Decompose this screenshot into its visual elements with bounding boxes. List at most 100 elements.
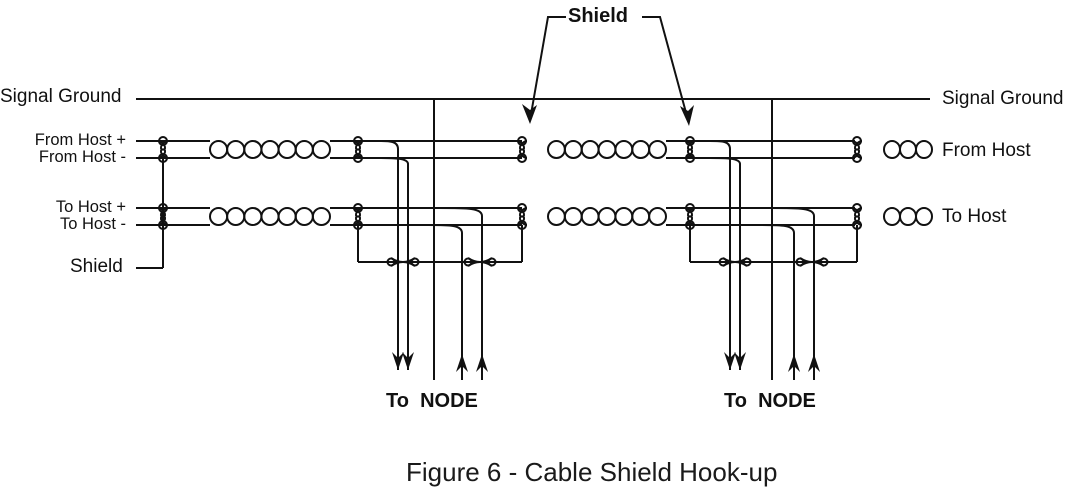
cross-th-4-dot-bottom — [852, 220, 862, 230]
node2-drain-dot-b-0 — [742, 257, 752, 267]
from-host-plus-label: From Host + — [34, 131, 126, 149]
fh-coil3-loop-2 — [915, 140, 933, 159]
node2-drain-dot-b-1 — [819, 257, 829, 267]
th-coil1-loop-5 — [294, 207, 314, 226]
fh-coil1-loop-4 — [277, 140, 297, 159]
to-host-label-right: To Host — [942, 206, 1007, 227]
cross-fh-2-dot-top — [517, 136, 527, 146]
fh-coil2-loop-3 — [597, 140, 617, 159]
shield-callout-arrow-right — [680, 105, 694, 126]
cross-th-3-dot-bottom — [685, 220, 695, 230]
fh-coil3-loop-1 — [899, 140, 917, 159]
cross-th-3-dot-top — [685, 203, 695, 213]
fh-coil1-loop-2 — [243, 140, 263, 159]
fh-coil2-loop-6 — [648, 140, 667, 159]
from-host-label-right: From Host — [942, 140, 1031, 161]
fh-coil2-loop-2 — [580, 140, 600, 159]
node2-drain-dot-a-1 — [795, 257, 805, 267]
cross-fh-4-dot-top — [852, 136, 862, 146]
node2-fh-curve-a — [709, 140, 731, 150]
th-coil3-loop-1 — [899, 207, 917, 226]
th-coil2-loop-2 — [580, 207, 600, 226]
cross-th-2-b — [516, 207, 528, 226]
cross-fh-0-b — [157, 140, 169, 159]
th-coil2-loop-0 — [547, 207, 566, 226]
cross-th-2-dot-bottom — [517, 220, 527, 230]
node1-drain-dot-a-1 — [463, 257, 473, 267]
th-coil2-loop-6 — [648, 207, 667, 226]
fh-coil1-loop-3 — [260, 140, 280, 159]
fh-coil3-loop-0 — [883, 140, 901, 159]
node2-fh-curve-b — [709, 157, 741, 165]
cross-th-1-dot-bottom — [353, 220, 363, 230]
fh-coil1-loop-0 — [209, 140, 229, 159]
cross-th-1-b — [352, 207, 364, 226]
th-coil1-loop-6 — [311, 207, 331, 226]
to-host-plus-label: To Host + — [55, 198, 126, 216]
node2-th-curve-a — [759, 224, 795, 234]
cross-th-0-b — [157, 207, 169, 226]
fh-coil2-loop-4 — [614, 140, 634, 159]
th-coil2-loop-1 — [563, 207, 583, 226]
cross-th-2-dot-top — [517, 203, 527, 213]
cross-th-4-b — [851, 207, 863, 226]
cross-th-0-dot-bottom — [158, 220, 168, 230]
signal-ground-label-left: Signal Ground — [0, 86, 122, 107]
cross-fh-2-dot-bottom — [517, 153, 527, 163]
th-coil1-loop-1 — [226, 207, 246, 226]
figure-caption: Figure 6 - Cable Shield Hook-up — [406, 457, 778, 487]
cross-th-1-dot-top — [353, 203, 363, 213]
cross-th-4-dot-top — [852, 203, 862, 213]
to-node-label-1: To NODE — [386, 390, 478, 412]
th-coil2-loop-3 — [597, 207, 617, 226]
fh-coil1-loop-5 — [294, 140, 314, 159]
th-coil2-loop-5 — [631, 207, 651, 226]
node1-arrow-up-2 — [476, 354, 488, 372]
cross-th-3-b — [684, 207, 696, 226]
node1-arrow-down-2 — [402, 352, 414, 370]
to-host-minus-label: To Host - — [59, 215, 126, 233]
node1-th-curve-a — [427, 224, 463, 234]
cross-fh-1-b — [352, 140, 364, 159]
node2-th-curve-b — [769, 207, 815, 217]
cross-fh-1-dot-top — [353, 136, 363, 146]
node1-drain-dot-b-0 — [410, 257, 420, 267]
fh-coil2-loop-5 — [631, 140, 651, 159]
shield-callout-left — [529, 16, 566, 121]
shield-callout-arrow-left — [522, 104, 537, 124]
fh-coil1-loop-1 — [226, 140, 246, 159]
to-node-label-2: To NODE — [724, 390, 816, 412]
fh-coil1-loop-6 — [311, 140, 331, 159]
from-host-minus-label: From Host - — [38, 148, 126, 166]
node1-drain-dot-b-1 — [487, 257, 497, 267]
node1-arrow-up-1 — [456, 354, 468, 372]
node1-fh-curve-b — [377, 157, 409, 165]
node2-arrow-down-2 — [734, 352, 746, 370]
cross-fh-3-dot-bottom — [685, 153, 695, 163]
node2-drain-dot-a-0 — [718, 257, 728, 267]
shield-callout-right — [642, 16, 689, 121]
fh-coil2-loop-0 — [547, 140, 566, 159]
node1-th-curve-b — [437, 207, 483, 217]
node2-arrow-down-1 — [724, 352, 736, 370]
cross-fh-4-b — [851, 140, 863, 159]
node1-fh-curve-a — [377, 140, 399, 150]
cross-fh-3-b — [684, 140, 696, 159]
cross-fh-0-dot-bottom — [158, 153, 168, 163]
th-coil1-loop-3 — [260, 207, 280, 226]
th-coil1-loop-2 — [243, 207, 263, 226]
th-coil2-loop-4 — [614, 207, 634, 226]
cross-fh-2-b — [516, 140, 528, 159]
th-coil1-loop-0 — [209, 207, 229, 226]
signal-ground-label-right: Signal Ground — [942, 88, 1064, 109]
cross-fh-1-dot-bottom — [353, 153, 363, 163]
th-coil1-loop-4 — [277, 207, 297, 226]
shield-callout-label: Shield — [568, 5, 629, 27]
cross-fh-0-dot-top — [158, 136, 168, 146]
node1-drain-dot-a-0 — [386, 257, 396, 267]
th-coil3-loop-0 — [883, 207, 901, 226]
node2-arrow-up-2 — [808, 354, 820, 372]
cross-th-0-dot-top — [158, 203, 168, 213]
